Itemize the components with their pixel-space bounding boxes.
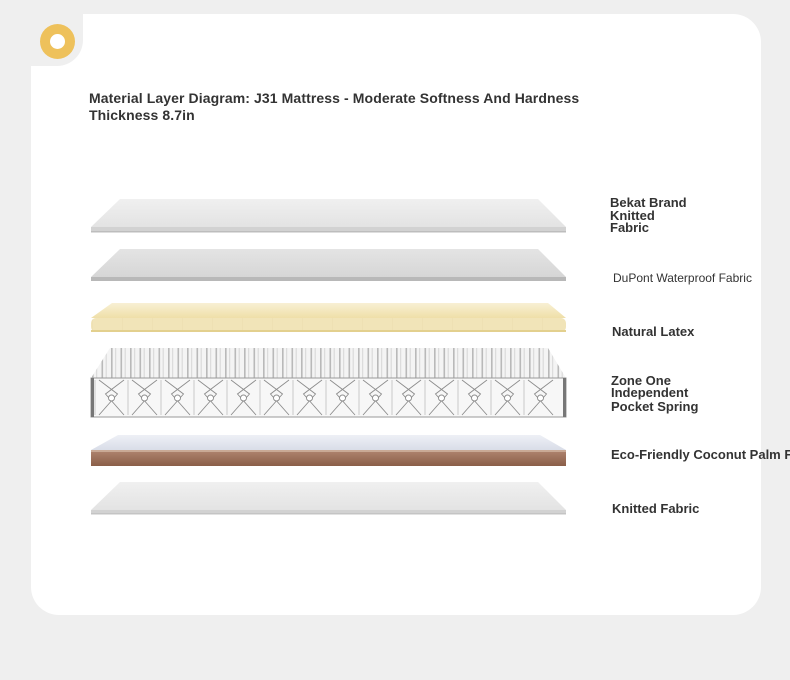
diagram-title-line-2: Thickness 8.7in (89, 107, 195, 123)
layer-dupont-waterproof (91, 249, 566, 281)
spring-knot (537, 394, 544, 402)
spring-coil (296, 379, 323, 416)
label-pocket-spring: Zone One Independent Pocket Spring (611, 373, 711, 414)
spring-coil (131, 379, 158, 416)
spring-coil (263, 379, 290, 416)
ring-icon (40, 24, 75, 59)
spring-coil (329, 379, 356, 416)
spring-knot (273, 394, 280, 402)
spring-knot (405, 394, 412, 402)
layer-knitted-fabric-top (91, 199, 566, 233)
label-bekat-line-3: Fabric (610, 220, 650, 235)
spring-coil (494, 379, 521, 416)
label-spring-line-2: Independent (611, 384, 689, 400)
spring-knot (141, 394, 148, 402)
spring-knot (174, 394, 181, 402)
label-coconut-palm: Eco-Friendly Coconut Palm F (611, 447, 790, 462)
spring-coil (527, 379, 554, 416)
label-dupont-waterproof: DuPont Waterproof Fabric (613, 271, 752, 285)
spring-knot (306, 394, 313, 402)
spring-coil (98, 379, 125, 416)
spring-coil (428, 379, 455, 416)
diagram-title: Material Layer Diagram: J31 Mattress - M… (89, 90, 604, 124)
label-knitted-fabric: Knitted Fabric (612, 501, 700, 516)
diagram-title-line-1: Material Layer Diagram: J31 Mattress - M… (89, 90, 580, 106)
spring-coil (362, 379, 389, 416)
spring-knot (438, 394, 445, 402)
spring-coil (461, 379, 488, 416)
layer-coconut-palm (91, 435, 566, 466)
label-bekat-line-2: Knitted (610, 207, 655, 223)
spring-knot (504, 394, 511, 402)
layer-natural-latex (91, 303, 566, 332)
spring-knot (108, 394, 115, 402)
spring-knot (471, 394, 478, 402)
spring-coil (197, 379, 224, 416)
label-natural-latex: Natural Latex (612, 324, 695, 339)
spring-knot (372, 394, 379, 402)
spring-coil (395, 379, 422, 416)
label-bekat-knitted-fabric: Bekat Brand Knitted Fabric (610, 195, 702, 235)
layer-pocket-spring (90, 348, 567, 418)
label-spring-line-1: Zone One (611, 373, 671, 388)
spring-knot (240, 394, 247, 402)
spring-knot (207, 394, 214, 402)
label-spring-line-3: Pocket Spring (611, 399, 699, 414)
label-bekat-line-1: Bekat Brand (610, 195, 687, 210)
spring-coil (230, 379, 257, 416)
spring-coil (164, 379, 191, 416)
layer-knitted-fabric-bottom (91, 482, 566, 515)
spring-knot (339, 394, 346, 402)
